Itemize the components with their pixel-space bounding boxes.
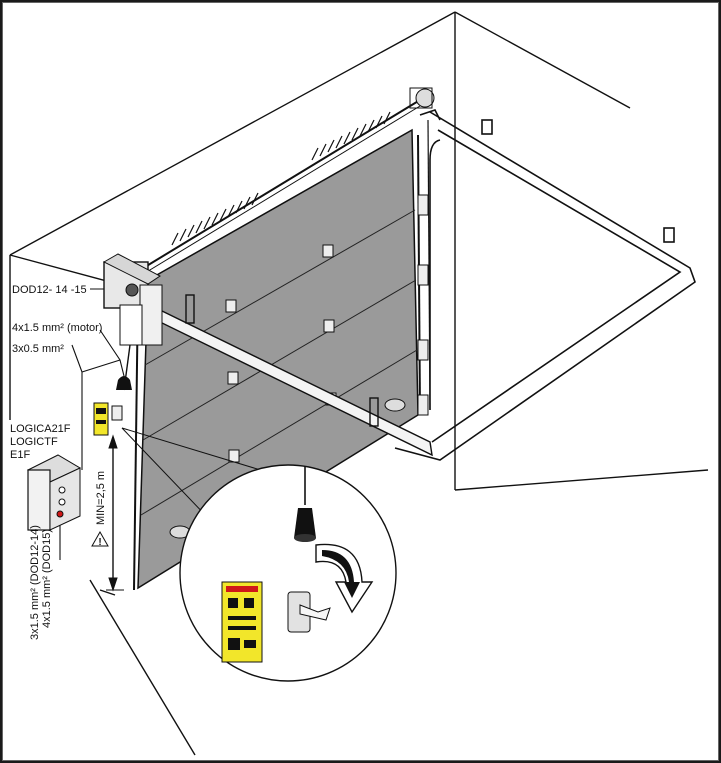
- motor-model-label: DOD12- 14 -15: [12, 284, 87, 296]
- detail-magnifier: [179, 464, 397, 682]
- control-box: [26, 454, 82, 531]
- warning-triangle-icon: !: [91, 530, 109, 548]
- motor-cable-label: 4x1.5 mm² (motor): [12, 322, 102, 334]
- svg-text:!: !: [98, 537, 101, 548]
- wall-warning-sticker: [93, 402, 123, 436]
- controller-label-1: LOGICA21F: [10, 423, 71, 435]
- motor-unit: [102, 253, 163, 391]
- ceiling-track: [394, 109, 696, 461]
- supply-cable-dod15-label: 4x1.5 mm² (DOD15): [41, 529, 53, 628]
- min-height-label: MIN=2,5 m: [95, 471, 107, 525]
- door-panel: [133, 119, 431, 591]
- supply-cable-dod12-label: 3x1.5 mm² (DOD12-14): [29, 525, 41, 640]
- signal-cable-label: 3x0.5 mm²: [12, 343, 64, 355]
- controller-label-2: LOGICTF: [10, 436, 58, 448]
- controller-label-3: E1F: [10, 449, 30, 461]
- height-dimension: [106, 434, 124, 592]
- torsion-spring-shaft: [139, 87, 435, 277]
- curved-arrow-icon: [315, 543, 374, 614]
